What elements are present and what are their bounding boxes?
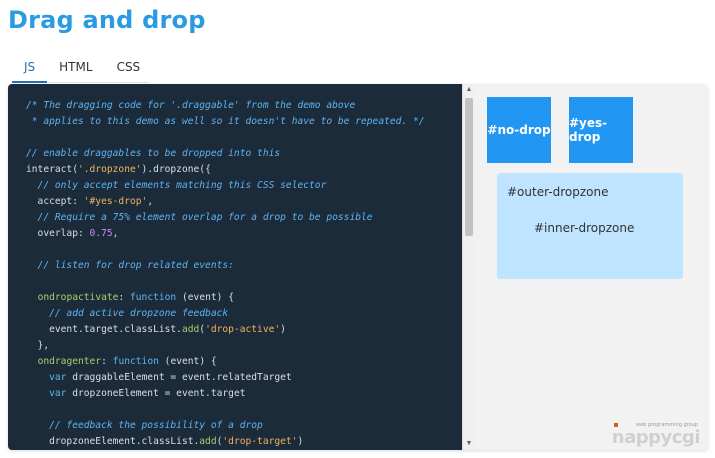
tab-css[interactable]: CSS [116, 60, 141, 74]
code-line-9: overlap: 0.75, [26, 228, 119, 239]
outer-dropzone-label: #outer-dropzone [507, 185, 609, 199]
demo-frame: /* The dragging code for '.draggable' fr… [8, 84, 708, 450]
brand-watermark: web programming group nappycgi [611, 422, 702, 448]
code-line-21: // feedback the possibility of a drop [26, 420, 263, 431]
watermark-logo-icon [614, 423, 618, 427]
code-line-5: interact('.dropzone').dropzone({ [26, 164, 211, 175]
code-scrollbar[interactable]: ▲ ▼ [462, 84, 475, 450]
code-line-19: var dropzoneElement = event.target [49, 388, 246, 399]
code-line-4: // enable draggables to be dropped into … [26, 148, 281, 159]
outer-dropzone: #outer-dropzone #inner-dropzone [497, 173, 683, 279]
code-line-17: ondragenter: function (event) { [37, 356, 217, 367]
scroll-down-arrow-icon[interactable]: ▼ [465, 440, 473, 447]
scroll-up-arrow-icon[interactable]: ▲ [465, 86, 473, 93]
code-line-7: accept: '#yes-drop', [26, 196, 154, 207]
code-line-18: var draggableElement = event.relatedTarg… [49, 372, 292, 383]
scroll-thumb[interactable] [465, 98, 473, 236]
no-drop-draggable[interactable]: #no-drop [487, 97, 551, 163]
watermark-brand: nappycgi [611, 427, 701, 448]
code-line-11: // listen for drop related events: [26, 260, 234, 271]
code-editor[interactable]: /* The dragging code for '.draggable' fr… [8, 84, 462, 450]
code-line-16: }, [26, 340, 50, 351]
watermark-tagline: web programming group [636, 422, 698, 428]
page-title: Drag and drop [8, 6, 206, 34]
yes-drop-draggable[interactable]: #yes-drop [569, 97, 633, 163]
code-line-22: dropzoneElement.classList.add('drop-targ… [26, 436, 304, 447]
inner-dropzone-label: #inner-dropzone [534, 221, 635, 235]
code-line-2: * applies to this demo as well so it doe… [26, 116, 425, 127]
tab-html[interactable]: HTML [59, 60, 93, 74]
tab-js[interactable]: JS [12, 54, 48, 83]
code-block: /* The dragging code for '.draggable' fr… [26, 98, 425, 450]
code-line-8: // Require a 75% element overlap for a d… [26, 212, 373, 223]
code-line-13: ondropactivate: function (event) { [37, 292, 234, 303]
code-line-6: // only accept elements matching this CS… [26, 180, 327, 191]
demo-preview: #no-drop #yes-drop #outer-dropzone #inne… [475, 84, 708, 450]
code-line-1: /* The dragging code for '.draggable' fr… [26, 100, 356, 111]
code-line-15: event.target.classList.add('drop-active'… [26, 324, 286, 335]
code-line-14: // add active dropzone feedback [26, 308, 229, 319]
code-tabs: JS HTML CSS [12, 54, 149, 83]
